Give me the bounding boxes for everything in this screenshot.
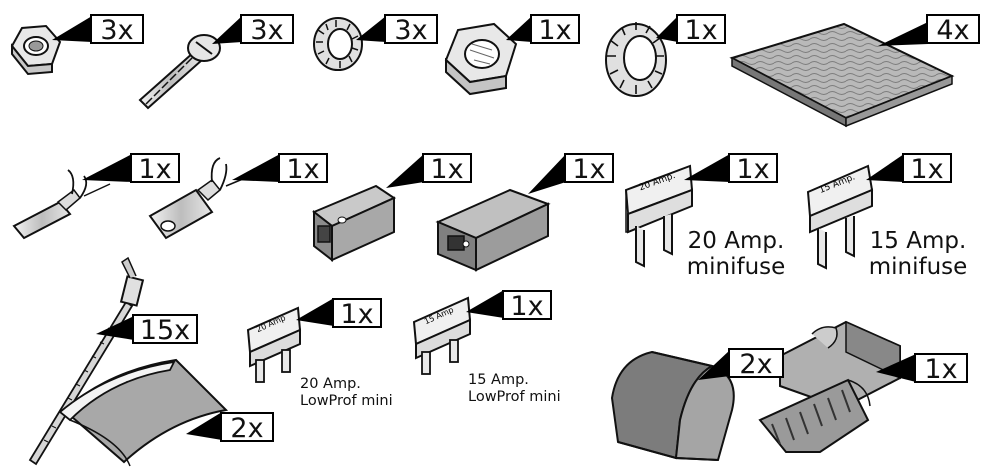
pointer-arrow xyxy=(876,354,916,382)
quantity-badge-nut-large: 1x xyxy=(530,14,580,46)
quantity-badge-connector-male: 1x xyxy=(422,153,472,185)
pointer-arrow xyxy=(866,154,904,182)
caption-lowprof-20: 20 Amp. LowProf mini xyxy=(300,376,430,409)
pointer-arrow xyxy=(96,316,134,340)
lowprof-20-icon: 20 Amp xyxy=(246,306,302,383)
cap-icon xyxy=(610,350,735,462)
quantity-badge-lowprof-20: 1x xyxy=(332,298,382,330)
nut-small-icon xyxy=(10,24,62,76)
quantity-badge-male-terminal: 1x xyxy=(130,153,180,185)
quantity-badge-adhesive-sheet: 2x xyxy=(220,412,274,444)
pointer-arrow xyxy=(356,16,386,42)
caption-line: 15 Amp. xyxy=(869,228,967,254)
pointer-arrow xyxy=(82,154,132,182)
pointer-arrow xyxy=(656,16,678,42)
pointer-arrow xyxy=(232,154,280,182)
pointer-arrow xyxy=(296,298,334,326)
quantity-badge-nut-small: 3x xyxy=(90,14,144,46)
pointer-arrow xyxy=(506,16,532,42)
quantity-badge-fuse-15: 1x xyxy=(902,153,952,185)
pointer-arrow xyxy=(386,154,424,188)
quantity-badge-tap: 1x xyxy=(914,353,968,385)
pointer-arrow xyxy=(684,154,730,182)
quantity-badge-cap: 2x xyxy=(728,348,784,380)
connector-male-icon xyxy=(312,184,397,263)
quantity-badge-lockwasher-large: 1x xyxy=(676,14,726,46)
lockwasher-large-icon xyxy=(605,22,667,97)
caption-line: LowProf mini xyxy=(300,392,393,409)
caption-line: 20 Amp. xyxy=(687,228,785,254)
wire-tap-icon xyxy=(758,320,901,453)
caption-minifuse-15: 15 Amp. minifuse xyxy=(848,228,988,281)
caption-line: minifuse xyxy=(686,254,786,281)
adhesive-pad-icon xyxy=(729,22,955,128)
male-terminal-icon xyxy=(12,169,111,240)
quantity-badge-cable-tie: 15x xyxy=(132,314,198,346)
caption-line: LowProf mini xyxy=(468,388,561,405)
lowprof-15-icon: 15 Amp xyxy=(412,296,472,375)
quantity-badge-bolt: 3x xyxy=(240,14,294,46)
quantity-badge-fuse-20: 1x xyxy=(728,153,778,185)
female-terminal-icon xyxy=(148,157,251,240)
quantity-badge-lockwasher-small: 3x xyxy=(384,14,438,46)
quantity-badge-female-terminal: 1x xyxy=(278,153,328,185)
pointer-arrow xyxy=(698,350,730,380)
nut-large-icon xyxy=(444,22,518,96)
pointer-arrow xyxy=(528,154,566,194)
caption-line: 20 Amp. xyxy=(300,376,361,392)
pointer-arrow xyxy=(186,412,222,440)
pointer-arrow xyxy=(878,22,928,46)
pointer-arrow xyxy=(52,16,92,42)
caption-line: 15 Amp. xyxy=(468,372,529,388)
lockwasher-small-icon xyxy=(313,17,363,71)
caption-lowprof-15: 15 Amp. LowProf mini xyxy=(468,372,598,405)
minifuse-20-icon: 20 Amp. xyxy=(624,164,694,268)
caption-line: minifuse xyxy=(868,254,968,281)
quantity-badge-pad: 4x xyxy=(926,14,980,46)
pointer-arrow xyxy=(212,16,242,44)
bolt-icon xyxy=(138,34,221,110)
quantity-badge-connector-female: 1x xyxy=(564,153,614,185)
quantity-badge-lowprof-15: 1x xyxy=(502,290,552,322)
pointer-arrow xyxy=(466,290,504,318)
adhesive-sheet-icon xyxy=(58,358,229,467)
caption-minifuse-20: 20 Amp. minifuse xyxy=(666,228,806,281)
connector-female-icon xyxy=(435,188,551,272)
